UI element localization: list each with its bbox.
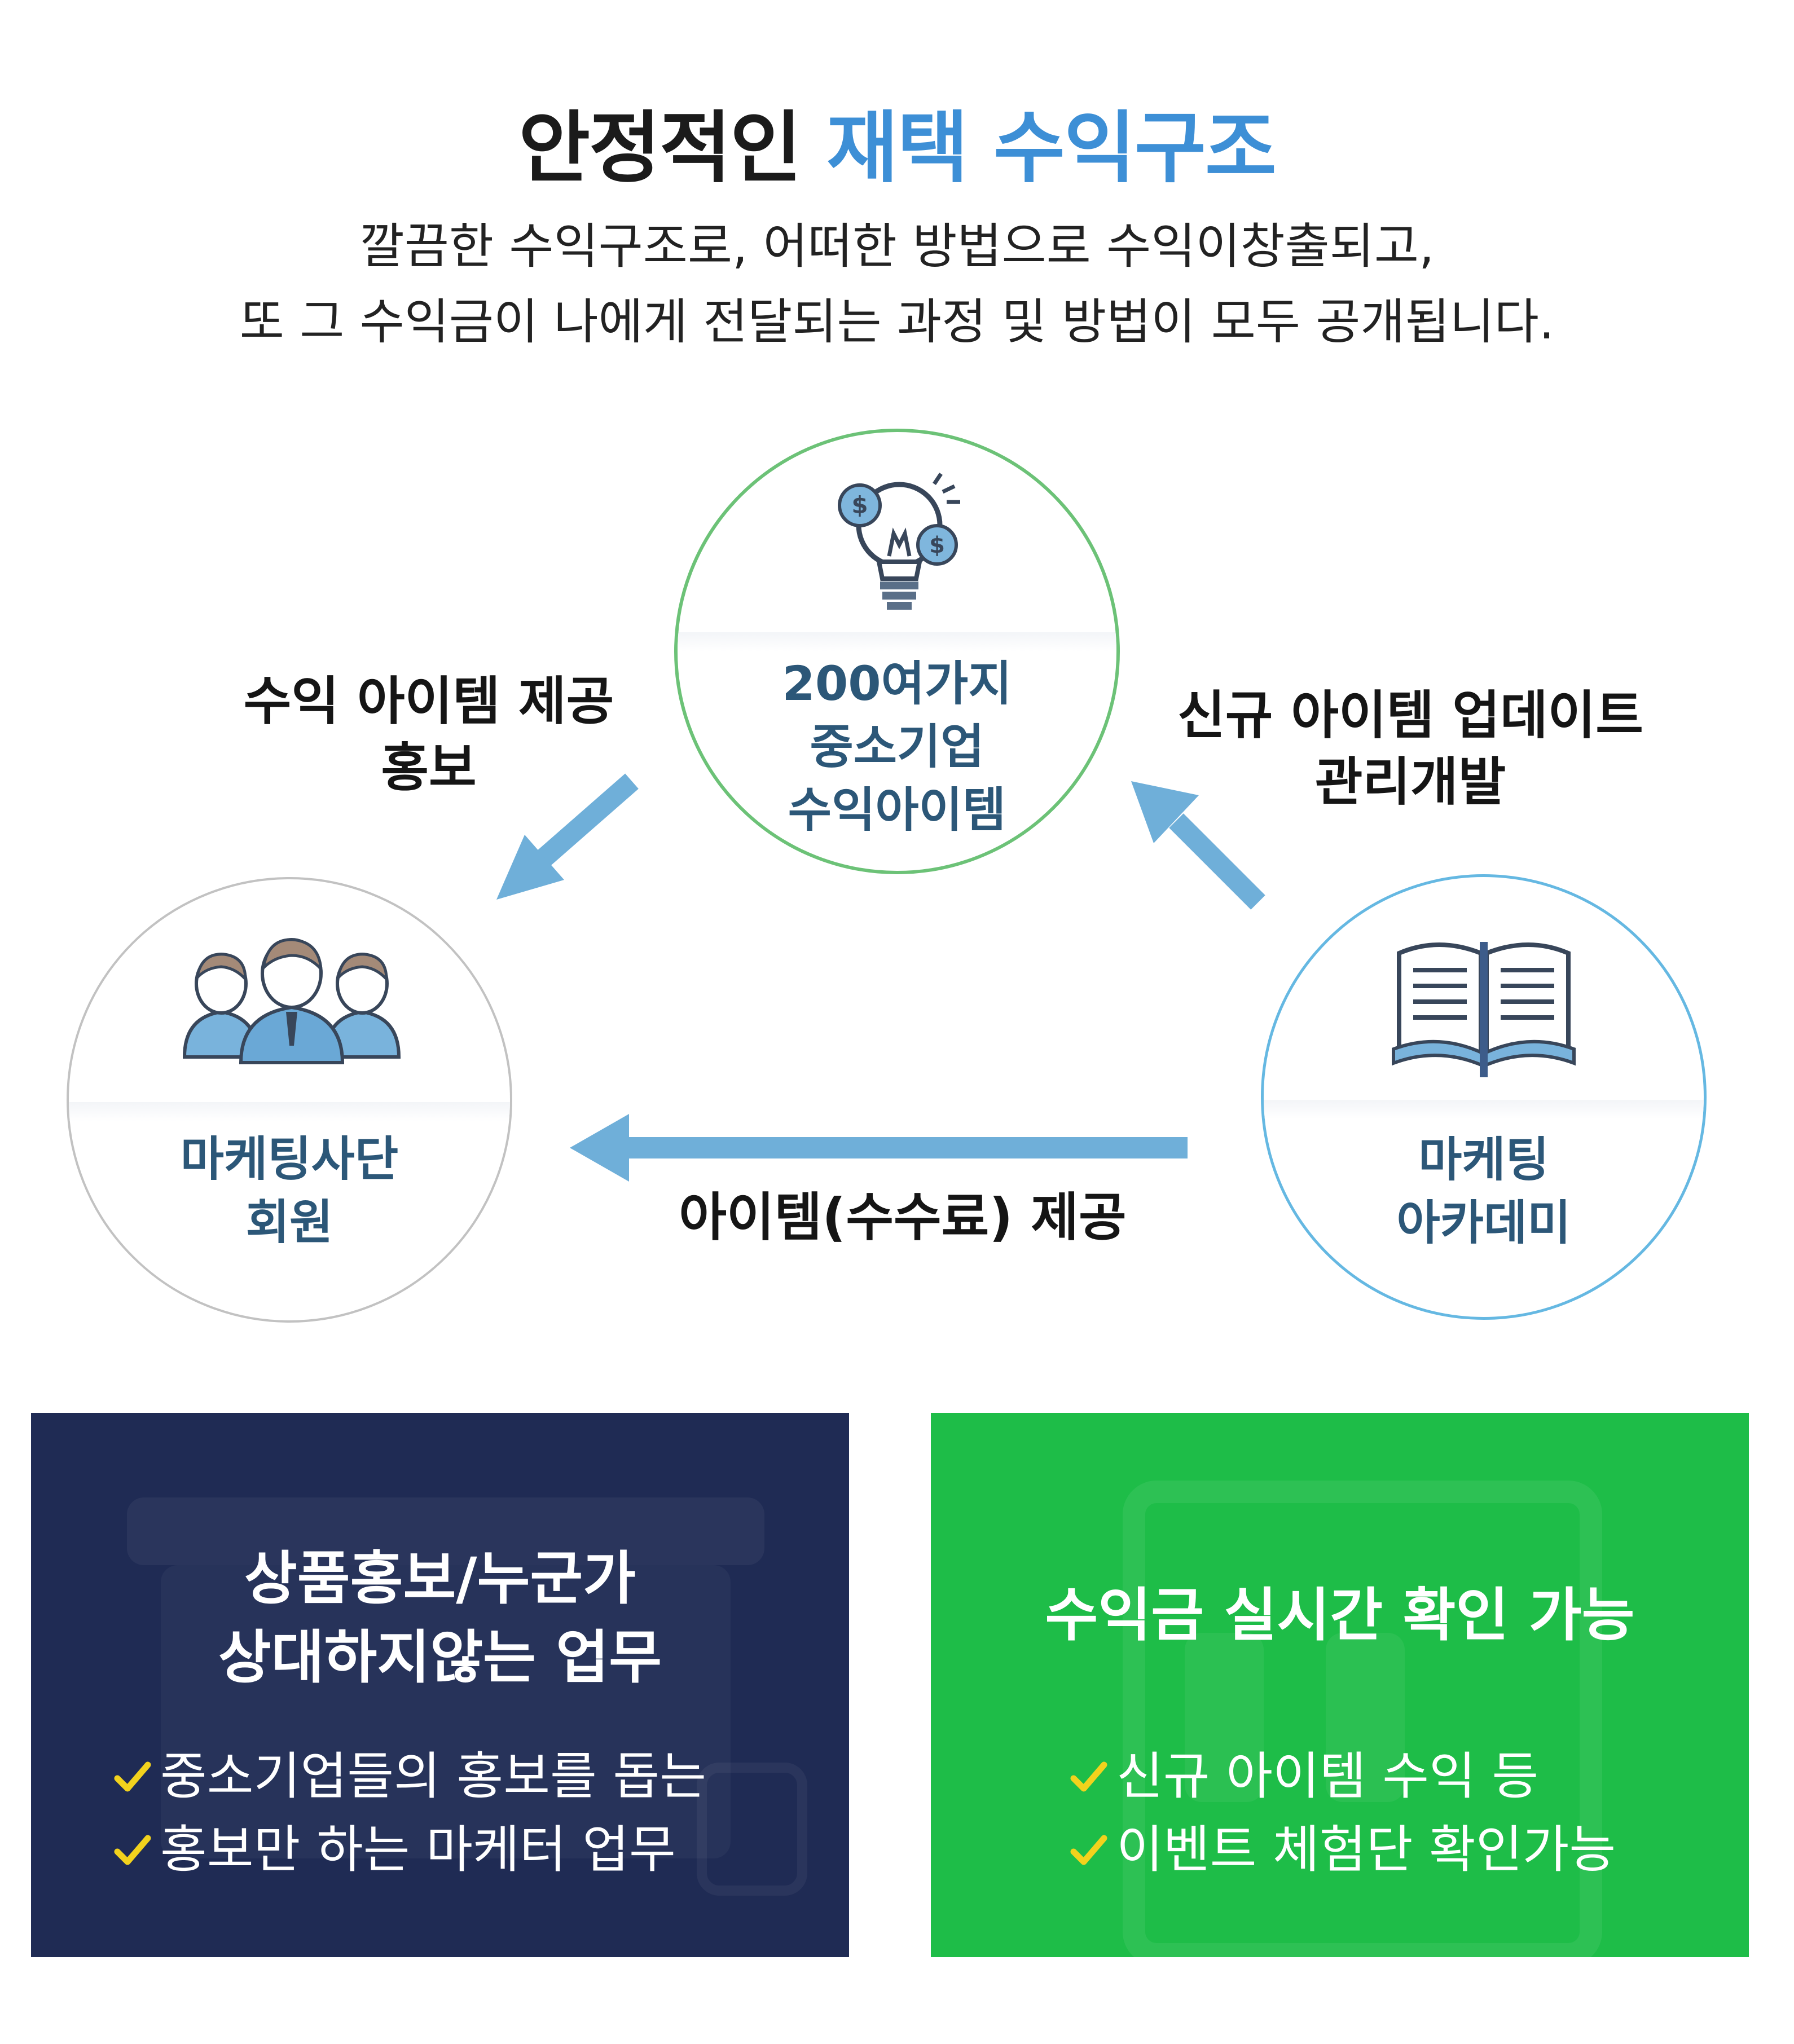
list-item: 이벤트 체험단 확인가능 [1069, 1813, 1616, 1887]
edge-label-line: 홍보 [381, 738, 477, 798]
node-sme-items-label: 200여가지 중소기업 수익아이템 [678, 652, 1116, 842]
edge-label-line: 신규 아이템 업데이트 [1177, 685, 1643, 746]
background-shape [1326, 1633, 1405, 1802]
bullet-text: 홍보만 하는 마케터 업무 [160, 1820, 676, 1879]
node-academy: 마케팅 아카데미 [1261, 874, 1707, 1320]
list-item: 신규 아이템 수익 등 [1069, 1740, 1616, 1813]
svg-text:$: $ [851, 491, 868, 519]
svg-text:$: $ [929, 532, 945, 558]
list-item: 홍보만 하는 마케터 업무 [113, 1813, 706, 1887]
panel-revenue-check-title: 수익금 실시간 확인 가능 [931, 1576, 1749, 1655]
panel-title-line: 상대하지않는 업무 [218, 1624, 662, 1691]
page-subtitle: 깔끔한 수익구조로, 어떠한 방법으로 수익이창출되고, 또 그 수익금이 나에… [0, 209, 1794, 360]
panel-revenue-check-bullets: 신규 아이템 수익 등 이벤트 체험단 확인가능 [1069, 1740, 1616, 1887]
panel-title-line: 상품홍보/누군가 [244, 1545, 636, 1613]
label-line: 수익아이템 [788, 782, 1006, 838]
edge-label-right-top: 신규 아이템 업데이트 관리개발 [1140, 682, 1681, 816]
edge-label-line: 수익 아이템 제공 [243, 671, 614, 732]
background-shape [127, 1497, 764, 1565]
label-line: 회원 [245, 1195, 333, 1250]
background-shape [1185, 1633, 1264, 1802]
label-line: 중소기업 [810, 719, 984, 774]
page-title: 안정적인 재택 수익구조 [0, 85, 1794, 197]
open-book-icon [1392, 942, 1576, 1077]
node-sme-items: $ $ 200여가지 중소기업 수익아이템 [674, 429, 1120, 874]
bullet-text: 중소기업들의 홍보를 돕는 [160, 1747, 707, 1806]
panel-promotion-bullets: 중소기업들의 홍보를 돕는 홍보만 하는 마케터 업무 [113, 1740, 706, 1887]
subtitle-line-1: 깔끔한 수익구조로, 어떠한 방법으로 수익이창출되고, [359, 218, 1435, 275]
panel-title-line: 수익금 실시간 확인 가능 [1045, 1582, 1635, 1649]
band [69, 1102, 510, 1121]
check-icon [114, 1835, 151, 1865]
panel-promotion: 상품홍보/누군가 상대하지않는 업무 중소기업들의 홍보를 돕는 홍보만 하는 … [31, 1413, 849, 1957]
check-icon [114, 1761, 151, 1792]
edge-label-right-left: 아이템(수수료) 제공 [637, 1184, 1168, 1251]
people-icon [182, 938, 401, 1064]
node-members: 마케팅사단 회원 [67, 877, 512, 1323]
bullet-text: 신규 아이템 수익 등 [1116, 1747, 1539, 1806]
label-line: 아카데미 [1396, 1195, 1571, 1250]
label-line: 마케팅사단 [180, 1131, 399, 1187]
edge-label-top-left: 수익 아이템 제공 홍보 [197, 668, 660, 801]
edge-label-line: 아이템(수수료) 제공 [679, 1187, 1127, 1248]
title-highlight: 재택 수익구조 [826, 103, 1277, 193]
band [1264, 1100, 1704, 1119]
node-academy-label: 마케팅 아카데미 [1264, 1128, 1704, 1254]
background-shape [161, 1565, 731, 1858]
check-icon [1070, 1835, 1107, 1865]
background-shape [697, 1763, 807, 1896]
list-item: 중소기업들의 홍보를 돕는 [113, 1740, 706, 1813]
arrow-right-to-left [570, 1114, 1188, 1182]
label-line: 마케팅 [1418, 1132, 1549, 1187]
bullet-text: 이벤트 체험단 확인가능 [1116, 1820, 1616, 1879]
arrow-top-to-left [496, 773, 639, 900]
arrow-right-to-top [1131, 781, 1265, 910]
lightbulb-money-icon: $ $ [838, 473, 960, 610]
edge-label-line: 관리개발 [1314, 752, 1506, 812]
panel-promotion-title: 상품홍보/누군가 상대하지않는 업무 [31, 1540, 849, 1698]
check-icon [1070, 1761, 1107, 1792]
panel-revenue-check: 수익금 실시간 확인 가능 신규 아이템 수익 등 이벤트 체험단 확인가능 [931, 1413, 1749, 1957]
subtitle-line-2: 또 그 수익금이 나에게 전달되는 과정 및 방법이 모두 공개됩니다. [239, 294, 1555, 350]
node-members-label: 마케팅사단 회원 [69, 1127, 510, 1254]
title-main: 안정적인 [518, 103, 802, 193]
label-line: 200여가지 [782, 656, 1012, 711]
band [678, 632, 1116, 651]
background-shape [1123, 1481, 1602, 1957]
